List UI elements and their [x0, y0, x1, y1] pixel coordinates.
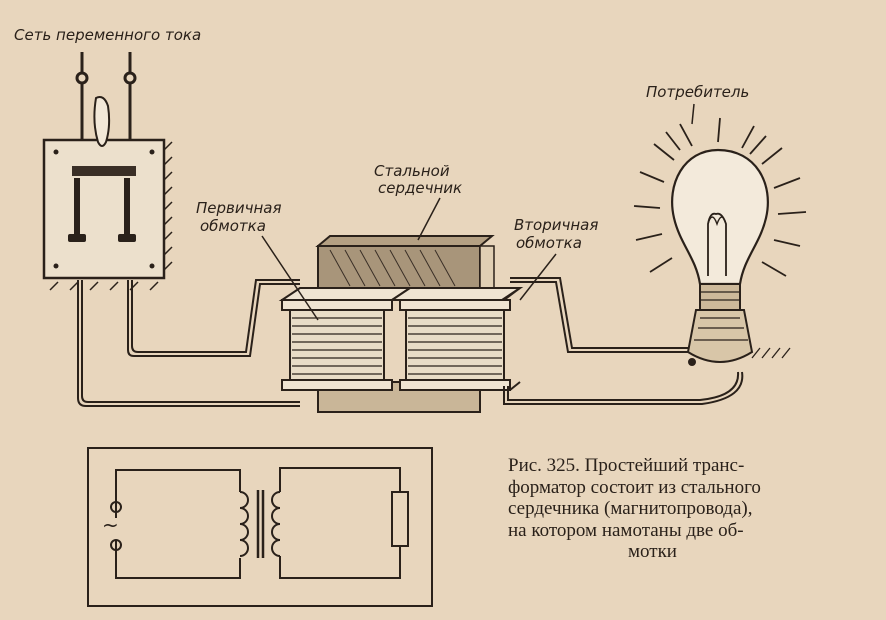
- schematic-diagram: [87, 447, 433, 607]
- light-bulb: [633, 117, 807, 366]
- knife-switch: [42, 96, 173, 291]
- secondary-label: Вторичная обмотка: [514, 216, 598, 301]
- svg-text:сердечник: сердечник: [378, 179, 462, 197]
- caption-line-5: мотки: [628, 541, 677, 562]
- consumer-label: Потребитель: [646, 83, 749, 101]
- figure-caption: Рис. 325. Простейший транс- форматор сос…: [508, 455, 868, 563]
- svg-text:Стальной: Стальной: [374, 162, 450, 180]
- caption-line-4: на котором намотаны две об-: [508, 519, 744, 541]
- caption-line-1: Рис. 325. Простейший транс-: [508, 455, 745, 476]
- mains-wires: [75, 52, 137, 148]
- svg-text:Первичная: Первичная: [196, 199, 282, 217]
- svg-text:Вторичная: Вторичная: [514, 216, 598, 234]
- caption-line-3: сердечника (магнитопровода),: [508, 498, 753, 519]
- caption-line-2: форматор состоит из стального: [508, 476, 761, 498]
- primary-wires: [77, 279, 300, 407]
- primary-label: Первичная обмотка: [196, 199, 319, 321]
- svg-text:обмотка: обмотка: [516, 234, 582, 252]
- ac-source-symbol: ~: [102, 513, 119, 537]
- svg-text:обмотка: обмотка: [200, 217, 266, 235]
- core-label: Стальной сердечник: [374, 162, 462, 241]
- mains-label: Сеть переменного тока: [14, 26, 201, 44]
- secondary-wires: [503, 277, 744, 405]
- transformer: [278, 235, 524, 413]
